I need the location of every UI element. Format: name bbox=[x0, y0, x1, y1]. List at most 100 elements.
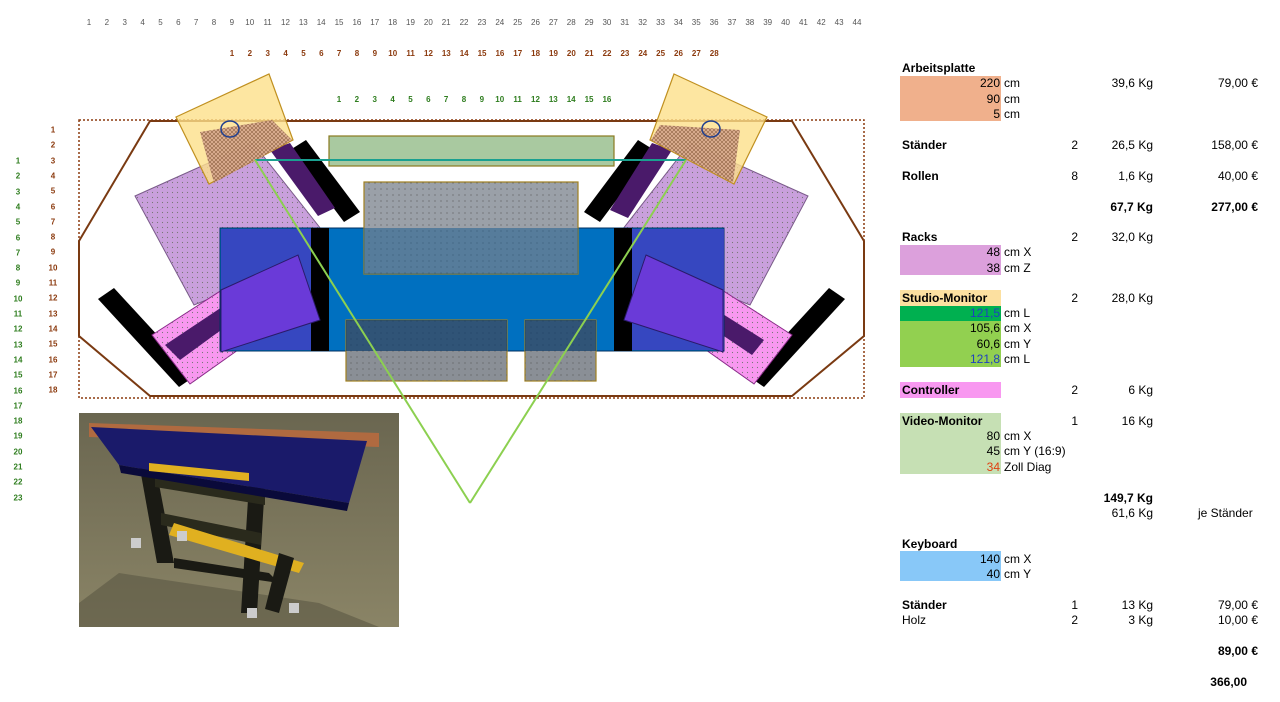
rollen-title: Rollen bbox=[902, 169, 939, 183]
ruler-tick-label: 7 bbox=[443, 95, 449, 104]
ruler-tick-label: 24 bbox=[638, 49, 648, 58]
sight-line-right bbox=[469, 159, 687, 504]
video-monitor-box bbox=[900, 413, 1001, 474]
ruler-tick-label: 16 bbox=[13, 386, 23, 395]
ruler-tick-label: 33 bbox=[656, 18, 665, 27]
studio-monitor-y: 60,6 bbox=[976, 337, 1000, 351]
staender2-weight: 13 Kg bbox=[1121, 598, 1153, 612]
racks-x-unit: cm X bbox=[1004, 245, 1032, 259]
ruler-tick-label: 13 bbox=[298, 18, 308, 27]
video-monitor-diag: 34 bbox=[986, 460, 1000, 474]
arbeitsplatte-length: 220 bbox=[979, 76, 1000, 90]
ruler-tick-label: 8 bbox=[354, 49, 360, 58]
ruler-tick-label: 11 bbox=[48, 278, 58, 288]
studio-monitor-header-box bbox=[900, 290, 1001, 306]
controller-qty: 2 bbox=[1071, 383, 1078, 397]
ruler-tick-label: 16 bbox=[495, 49, 505, 58]
holz-weight: 3 Kg bbox=[1128, 613, 1153, 627]
studio-monitor-right bbox=[623, 254, 724, 353]
studio-monitor-left bbox=[220, 254, 321, 353]
ruler-tick-label: 20 bbox=[566, 49, 576, 58]
ruler-tick-label: 16 bbox=[602, 95, 612, 104]
ruler-tick-label: 41 bbox=[798, 18, 808, 27]
ruler-tick-label: 9 bbox=[479, 95, 485, 104]
ruler-tick-label: 3 bbox=[372, 95, 377, 104]
ruler-tick-label: 1 bbox=[50, 125, 56, 135]
ruler-tick-label: 4 bbox=[283, 49, 288, 58]
ruler-tick-label: 5 bbox=[301, 49, 306, 58]
ruler-tick-label: 7 bbox=[50, 217, 56, 227]
ruler-tick-label: 18 bbox=[48, 385, 58, 395]
studio-monitor-l1: 121,5 bbox=[969, 306, 1000, 320]
ruler-tick-label: 8 bbox=[50, 232, 56, 242]
ruler-tick-label: 1 bbox=[15, 156, 21, 166]
ruler-tick-label: 19 bbox=[406, 18, 415, 27]
post-left bbox=[311, 228, 329, 351]
ruler-tick-label: 7 bbox=[193, 18, 199, 27]
ruler-tick-label: 5 bbox=[50, 186, 56, 196]
rollen-weight: 1,6 Kg bbox=[1118, 169, 1153, 183]
video-monitor-title: Video-Monitor bbox=[902, 414, 983, 428]
grand-total-price: 366,00 bbox=[1210, 675, 1247, 689]
ruler-tick-label: 4 bbox=[50, 171, 56, 181]
arbeitsplatte-length-unit: cm bbox=[1004, 76, 1020, 90]
ruler-tick-label: 14 bbox=[566, 95, 576, 104]
ruler-tick-label: 15 bbox=[477, 49, 487, 58]
ruler-tick-label: 14 bbox=[13, 355, 23, 365]
keyboard-left-overlay bbox=[346, 320, 507, 351]
ruler-tick-label: 16 bbox=[352, 18, 362, 27]
racks-qty: 2 bbox=[1071, 230, 1078, 244]
ruler-tick-label: 13 bbox=[48, 309, 58, 319]
ruler-tick-label: 4 bbox=[15, 202, 21, 212]
ruler-tick-label: 1 bbox=[229, 49, 235, 58]
rollen-qty: 8 bbox=[1071, 169, 1078, 183]
ruler-tick-label: 4 bbox=[390, 95, 395, 104]
ruler-tick-label: 11 bbox=[263, 18, 272, 27]
ruler-tick-label: 28 bbox=[709, 49, 719, 58]
ruler-tick-label: 12 bbox=[13, 324, 23, 334]
ruler-tick-label: 6 bbox=[15, 233, 21, 242]
ruler-tick-label: 5 bbox=[15, 217, 21, 227]
ruler-tick-label: 24 bbox=[495, 18, 505, 27]
controller-title: Controller bbox=[902, 383, 960, 397]
ruler-tick-label: 2 bbox=[354, 95, 360, 104]
ruler-tick-label: 9 bbox=[372, 49, 378, 58]
weight-per-stand-note: je Ständer bbox=[1198, 506, 1253, 520]
video-monitor-x: 80 bbox=[986, 429, 1000, 443]
ruler-tick-label: 22 bbox=[459, 18, 469, 27]
studio-monitor-x: 105,6 bbox=[969, 321, 1000, 335]
ruler-tick-label: 19 bbox=[13, 431, 23, 441]
ruler-tick-label: 13 bbox=[548, 95, 558, 104]
bar-left-bottom bbox=[98, 288, 195, 387]
ruler-tick-label: 20 bbox=[423, 18, 433, 27]
speaker-right-cone bbox=[701, 120, 721, 138]
speaker-left-cone bbox=[220, 120, 240, 138]
staender-price: 158,00 € bbox=[1211, 138, 1258, 152]
ruler-tick-label: 21 bbox=[584, 49, 594, 58]
ruler-tick-label: 4 bbox=[140, 18, 145, 27]
ruler-tick-label: 23 bbox=[620, 49, 630, 58]
ruler-tick-label: 9 bbox=[229, 18, 235, 27]
ruler-tick-label: 10 bbox=[13, 294, 23, 304]
ruler-tick-label: 18 bbox=[531, 49, 541, 58]
stand-3d-render bbox=[79, 413, 399, 627]
ruler-tick-label: 14 bbox=[316, 18, 326, 27]
ruler-tick-label: 2 bbox=[15, 171, 21, 181]
staender2-title: Ständer bbox=[902, 598, 947, 612]
desk-outline bbox=[78, 120, 865, 397]
ruler-tick-label: 12 bbox=[48, 293, 58, 303]
ruler-tick-label: 12 bbox=[281, 18, 290, 27]
studio-monitor-qty: 2 bbox=[1071, 291, 1078, 305]
staender2-qty: 1 bbox=[1071, 598, 1078, 612]
ruler-tick-label: 12 bbox=[424, 49, 433, 58]
subtotal2-price: 89,00 € bbox=[1217, 644, 1258, 658]
studio-monitor-title: Studio-Monitor bbox=[902, 291, 988, 305]
ruler-tick-label: 32 bbox=[638, 18, 648, 27]
ruler-tick-label: 10 bbox=[388, 49, 398, 58]
ruler-tick-label: 40 bbox=[781, 18, 790, 27]
racks-title: Racks bbox=[902, 230, 938, 244]
